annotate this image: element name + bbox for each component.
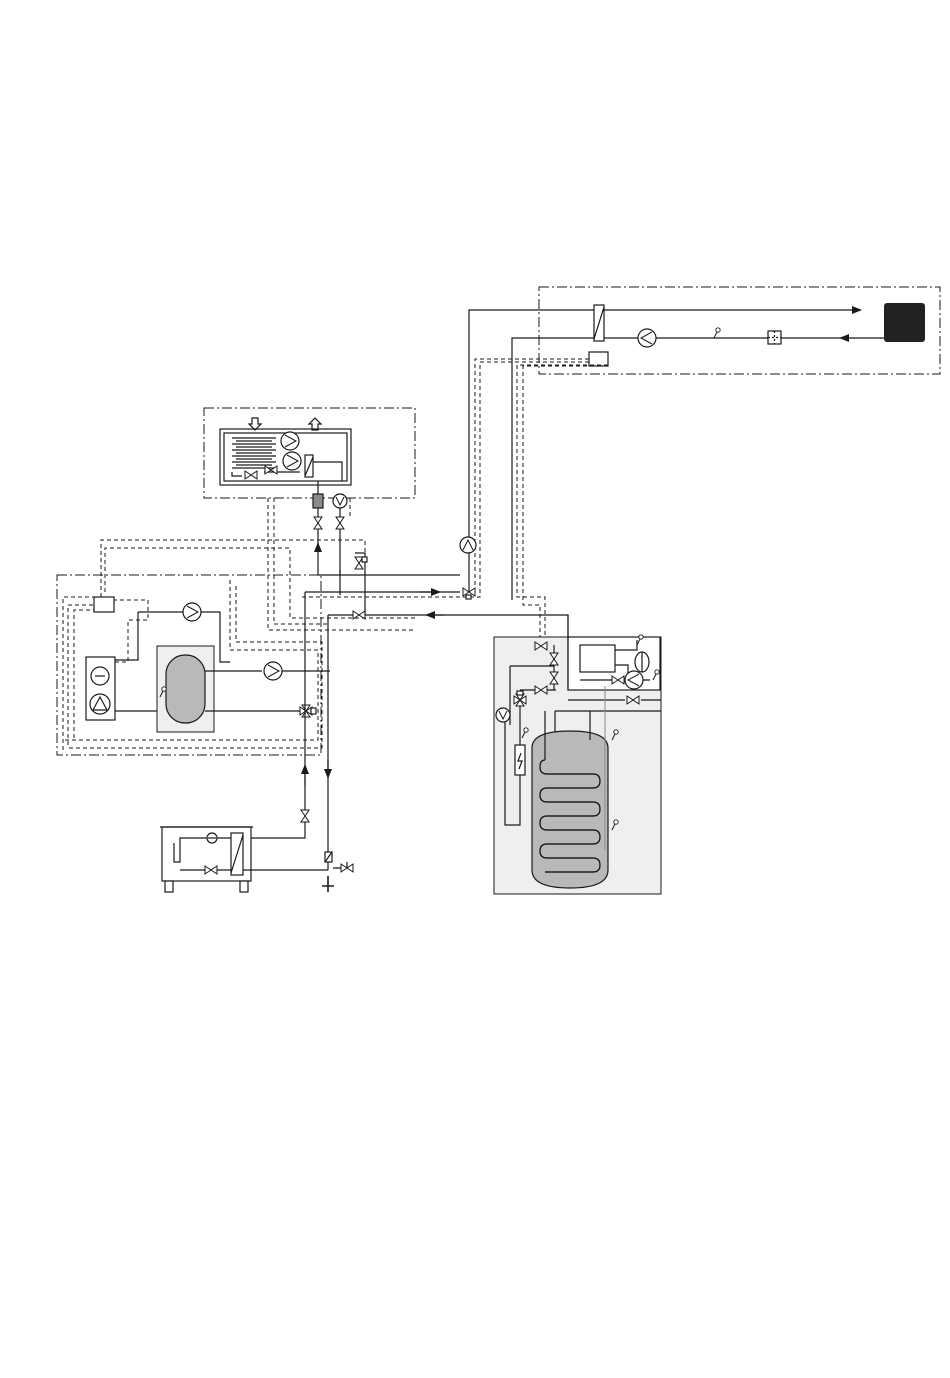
terminal-unit-icon	[884, 303, 925, 342]
fan-icon	[281, 432, 299, 450]
temperature-sensor-icon	[714, 328, 720, 338]
control-unit-icon	[580, 645, 615, 672]
pump-icon	[183, 603, 201, 621]
heat-source-group	[302, 287, 940, 640]
buffer-tank-module	[57, 575, 330, 755]
hot-water-cylinder-icon	[532, 731, 608, 888]
air-outlet-icon	[309, 418, 321, 430]
expansion-vessel-icon	[313, 494, 323, 508]
circulation-pump-icon	[638, 329, 656, 347]
immersion-heater-icon	[515, 745, 525, 775]
indoor-module	[494, 615, 661, 894]
valve-icon	[314, 517, 322, 529]
valve-icon	[336, 517, 344, 529]
pump-icon	[496, 708, 510, 722]
ground-source-unit	[160, 705, 353, 892]
controller-icon	[94, 597, 114, 612]
valve-icon	[301, 810, 309, 822]
circulation-pump-icon	[460, 537, 476, 553]
pump-icon	[625, 671, 643, 689]
buffer-tank-icon	[166, 655, 205, 723]
air-inlet-icon	[249, 418, 261, 430]
control-box-icon	[589, 352, 608, 366]
pump-icon	[333, 494, 347, 508]
pump-icon	[264, 662, 282, 680]
fan-icon-2	[283, 452, 301, 470]
